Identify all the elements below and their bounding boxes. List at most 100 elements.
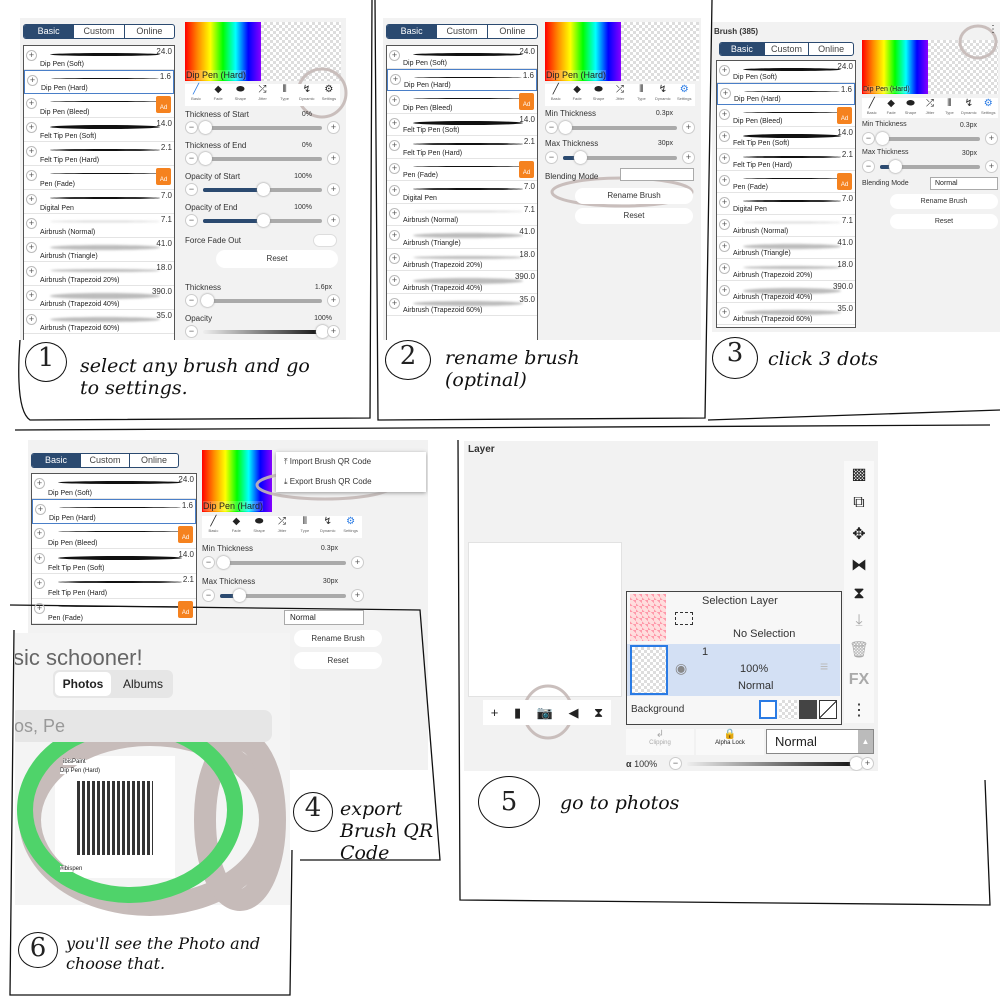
max-thickness-slider[interactable]: −+ (545, 151, 695, 165)
rename-brush-button[interactable]: Rename Brush (890, 194, 998, 209)
ad-lock-icon[interactable]: Ad (519, 93, 534, 110)
add-brush-icon[interactable]: + (719, 307, 730, 318)
brush-item[interactable]: +Airbrush (Trapezoid 60%)35.0 (387, 294, 537, 316)
brush-item[interactable]: +Felt Tip Pen (Hard)2.1 (24, 142, 174, 166)
bg-none[interactable] (819, 700, 837, 719)
flip-horizontal-icon[interactable]: ⧓ (851, 557, 867, 574)
tool-shape[interactable]: ⬬Shape (229, 84, 251, 106)
add-layer-icon[interactable]: + (490, 705, 499, 720)
tool-jitter[interactable]: ⤮Jitter (609, 84, 630, 106)
blend-mode-select[interactable]: Normal▲ (766, 729, 874, 754)
fx-icon[interactable]: FX (848, 671, 870, 688)
brush-item[interactable]: +Pen (Fade)Ad (717, 171, 855, 193)
tab-custom[interactable]: Custom (763, 43, 809, 55)
tab-photos[interactable]: Photos (55, 672, 111, 696)
tab-custom[interactable]: Custom (80, 454, 129, 467)
add-brush-icon[interactable]: + (26, 98, 37, 109)
tool-dynamic[interactable]: ↯Dynamic (959, 98, 978, 118)
tab-custom[interactable]: Custom (73, 25, 123, 38)
tool-dynamic[interactable]: ↯Dynamic (296, 84, 318, 106)
brush-item[interactable]: +Felt Tip Pen (Hard)2.1 (387, 136, 537, 159)
add-brush-icon[interactable]: + (719, 109, 730, 120)
brush-item[interactable]: +Airbrush (Trapezoid 20%)18.0 (717, 259, 855, 281)
rename-brush-button[interactable]: Rename Brush (294, 630, 382, 647)
add-brush-icon[interactable]: + (26, 170, 37, 181)
tool-fade[interactable]: ◆Fade (207, 84, 229, 106)
brush-item[interactable]: +Airbrush (Trapezoid 20%)18.0 (387, 249, 537, 271)
blending-mode-select[interactable]: Normal (930, 177, 998, 190)
add-brush-icon[interactable]: + (34, 478, 45, 489)
reset-button[interactable]: Reset (890, 214, 998, 229)
brush-item[interactable]: +Felt Tip Pen (Soft)14.0 (24, 118, 174, 142)
brush-item[interactable]: +Dip Pen (Hard)1.6 (24, 70, 174, 94)
brush-item[interactable]: +Felt Tip Pen (Hard)2.1 (32, 574, 196, 599)
flip-icon[interactable]: ◀ (568, 704, 579, 720)
add-brush-icon[interactable]: + (719, 241, 730, 252)
reset-button[interactable]: Reset (294, 652, 382, 669)
tab-custom[interactable]: Custom (436, 25, 486, 38)
brush-item[interactable]: +Airbrush (Trapezoid 40%)390.0 (717, 281, 855, 303)
brush-item[interactable]: +Dip Pen (Soft)24.0 (387, 46, 537, 69)
trash-icon[interactable]: 🗑 (848, 642, 870, 659)
alpha-lock-button[interactable]: 🔒Alpha Lock (696, 729, 764, 755)
tool-jitter[interactable]: ⤮Jitter (271, 516, 294, 538)
brush-item[interactable]: +Felt Tip Pen (Hard)2.1 (717, 149, 855, 171)
ad-lock-icon[interactable]: Ad (837, 107, 852, 124)
tool-fade[interactable]: ◆Fade (225, 516, 248, 538)
tab-basic[interactable]: Basic (720, 43, 764, 55)
opacity-slider[interactable]: −+ (185, 325, 340, 339)
add-brush-icon[interactable]: + (389, 185, 400, 196)
brush-item[interactable]: +Airbrush (Triangle)41.0 (24, 238, 174, 262)
brush-item[interactable]: +Dip Pen (Hard)1.6 (32, 499, 196, 524)
export-brush-qr-code-item[interactable]: ⤓ Export Brush QR Code (284, 477, 372, 487)
add-brush-icon[interactable]: + (389, 275, 400, 286)
ad-lock-icon[interactable]: Ad (837, 173, 852, 190)
reset-button[interactable]: Reset (575, 208, 693, 224)
add-brush-icon[interactable]: + (389, 140, 400, 151)
bg-white[interactable] (759, 700, 777, 719)
ad-lock-icon[interactable]: Ad (156, 168, 171, 185)
brush-item[interactable]: +Dip Pen (Hard)1.6 (387, 68, 537, 91)
add-brush-icon[interactable]: + (26, 122, 37, 133)
brush-item[interactable]: +Dip Pen (Soft)24.0 (24, 46, 174, 70)
tool-basic[interactable]: ╱Basic (862, 98, 881, 118)
ad-lock-icon[interactable]: Ad (178, 526, 193, 543)
add-brush-icon[interactable]: + (389, 162, 400, 174)
brush-item[interactable]: +Dip Pen (Soft)24.0 (717, 61, 855, 83)
layer-row-1[interactable]: ◉ 1 100% Normal ≡ (627, 644, 840, 696)
add-brush-icon[interactable]: + (389, 117, 400, 129)
tool-fade[interactable]: ◆Fade (881, 98, 900, 118)
flip-vertical-icon[interactable]: ⧗ (853, 585, 865, 602)
tab-albums[interactable]: Albums (122, 677, 163, 691)
tab-basic[interactable]: Basic (24, 25, 74, 38)
clipping-button[interactable]: ↲Clipping (626, 729, 694, 755)
thickness-slider[interactable]: −+ (185, 294, 340, 308)
add-brush-icon[interactable]: + (26, 146, 37, 157)
merge-down-icon[interactable]: ⤓ (855, 612, 863, 629)
add-brush-icon[interactable]: + (26, 50, 37, 61)
import-brush-qr-code-item[interactable]: ⤒ Import Brush QR Code (284, 457, 371, 467)
search-field[interactable]: os, Pe (15, 710, 272, 742)
tab-online[interactable]: Online (486, 25, 537, 38)
add-brush-icon[interactable]: + (719, 263, 730, 274)
merge-icon[interactable]: ⧗ (594, 704, 604, 720)
ad-lock-icon[interactable]: Ad (519, 160, 534, 178)
bg-transparent[interactable] (779, 700, 797, 719)
opacity-slider[interactable]: −+ (669, 757, 874, 771)
add-brush-icon[interactable]: + (719, 285, 730, 296)
add-brush-icon[interactable]: + (720, 88, 731, 99)
brush-item[interactable]: +Dip Pen (Bleed)Ad (32, 524, 196, 549)
brush-item[interactable]: +Airbrush (Trapezoid 40%)390.0 (387, 271, 537, 294)
tool-type[interactable]: ⫴Type (631, 84, 652, 106)
brush-item[interactable]: +Dip Pen (Soft)24.0 (32, 474, 196, 499)
tool-shape[interactable]: ⬬Shape (248, 516, 271, 538)
add-brush-icon[interactable]: + (34, 578, 45, 589)
add-brush-icon[interactable]: + (26, 314, 37, 325)
eye-icon[interactable]: ◉ (675, 660, 688, 676)
bg-dark[interactable] (799, 700, 817, 719)
add-brush-icon[interactable]: + (35, 504, 46, 515)
tool-settings[interactable]: ⚙Settings (979, 98, 998, 118)
brush-item[interactable]: +Airbrush (Trapezoid 20%)18.0 (24, 262, 174, 286)
add-brush-icon[interactable]: + (34, 553, 45, 564)
